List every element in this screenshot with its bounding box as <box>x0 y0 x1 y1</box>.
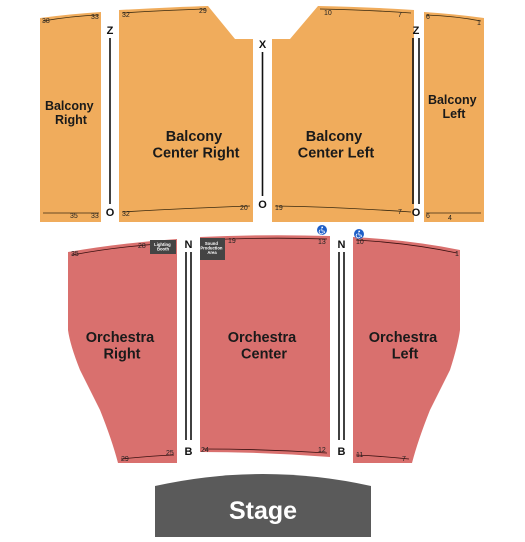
row-curve <box>121 205 251 213</box>
row-curve <box>355 454 410 460</box>
seat-number: 33 <box>91 14 99 21</box>
section-label: Balcony Center Left <box>298 129 375 162</box>
seat-number: 32 <box>122 12 130 19</box>
section-orchestra-center[interactable] <box>200 235 330 457</box>
row-curve <box>202 448 328 454</box>
stage <box>155 474 371 537</box>
seat-number: 19 <box>228 238 236 245</box>
row-letter: X <box>259 39 267 51</box>
row-letter: O <box>412 207 421 219</box>
section-balcony-right[interactable] <box>40 12 101 222</box>
seat-number: 25 <box>166 450 174 457</box>
lighting-booth <box>150 240 176 254</box>
row-letter: B <box>185 446 193 458</box>
section-label: Orchestra Left <box>369 330 442 363</box>
seat-number: 1 <box>455 251 459 258</box>
seat-number: 32 <box>122 211 130 218</box>
seat-number: 29 <box>199 8 207 15</box>
seat-number: 13 <box>318 239 326 246</box>
seat-number: 33 <box>91 213 99 220</box>
seat-number: 6 <box>426 213 430 220</box>
row-curve <box>425 14 482 22</box>
seat-number: 29 <box>121 456 129 463</box>
section-orchestra-right[interactable] <box>68 239 177 463</box>
section-label: Orchestra Center <box>228 330 301 363</box>
row-letter: O <box>106 207 115 219</box>
row-curve <box>355 239 458 254</box>
seat-number: 38 <box>42 18 50 25</box>
row-curve <box>120 454 175 460</box>
stage-label: Stage <box>229 497 297 525</box>
section-balcony-center-right[interactable] <box>119 6 253 222</box>
seat-number: 28 <box>138 243 146 250</box>
seat-number: 7 <box>398 12 402 19</box>
seat-number: 10 <box>324 10 332 17</box>
section-orchestra-left[interactable] <box>353 237 460 463</box>
row-letter: N <box>185 239 193 251</box>
row-curve <box>319 8 412 14</box>
lighting-booth-label: Lighting Booth <box>154 242 172 252</box>
seat-number: 12 <box>318 447 326 454</box>
row-letter: O <box>258 199 267 211</box>
seat-number: 20 <box>240 205 248 212</box>
section-label: Balcony Center Right <box>153 129 240 162</box>
seat-number: 6 <box>426 14 430 21</box>
row-curve <box>121 8 207 14</box>
wheelchair-icon <box>354 229 364 239</box>
section-label: Balcony Left <box>428 93 480 121</box>
seat-number: 24 <box>201 447 209 454</box>
section-balcony-center-left[interactable] <box>272 6 414 222</box>
seat-number: 35 <box>70 213 78 220</box>
row-curve <box>42 14 100 22</box>
seat-number: 10 <box>356 239 364 246</box>
seat-number: 7 <box>398 209 402 216</box>
seat-number: 7 <box>402 456 406 463</box>
sound-production-area-label: Sound Production Area <box>200 241 223 255</box>
section-balcony-left[interactable] <box>424 12 484 222</box>
row-curve <box>274 205 412 213</box>
row-letter: N <box>338 239 346 251</box>
wheelchair-icon <box>317 225 327 235</box>
seat-number: 1 <box>477 20 481 27</box>
seat-number: 35 <box>71 251 79 258</box>
seat-number: 19 <box>275 205 283 212</box>
section-label: Balcony Right <box>45 99 97 127</box>
row-letter: Z <box>413 25 420 37</box>
sound-production-area <box>200 238 225 260</box>
section-label: Orchestra Right <box>86 330 159 363</box>
row-letter: B <box>338 446 346 458</box>
seat-number: 11 <box>356 452 363 459</box>
row-letter: Z <box>107 25 114 37</box>
seat-number: 4 <box>448 215 452 222</box>
